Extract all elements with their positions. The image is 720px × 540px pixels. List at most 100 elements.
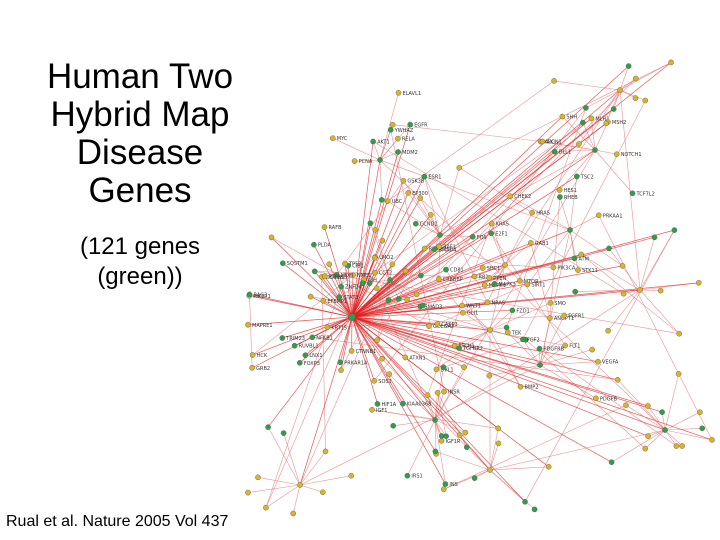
title-line: Human Two bbox=[46, 57, 234, 96]
interaction-edge bbox=[647, 405, 666, 431]
interaction-edge bbox=[351, 316, 649, 407]
gene-node bbox=[389, 121, 396, 128]
gene-label: TRIM23 bbox=[285, 336, 305, 342]
interaction-edge bbox=[351, 176, 425, 318]
gene-node bbox=[642, 445, 649, 452]
interaction-edge bbox=[312, 337, 618, 381]
disease-gene-node bbox=[378, 197, 385, 203]
gene-node bbox=[342, 260, 348, 267]
gene-label: GOLGA2 bbox=[433, 324, 454, 330]
gene-node bbox=[255, 474, 261, 481]
interaction-edge bbox=[376, 288, 442, 437]
gene-node bbox=[617, 87, 623, 93]
interaction-edge bbox=[351, 229, 675, 318]
interaction-edge bbox=[594, 121, 609, 151]
gene-label: SHH bbox=[566, 115, 577, 121]
disease-gene-node bbox=[488, 230, 495, 237]
interaction-edge bbox=[619, 89, 646, 101]
interaction-edge bbox=[489, 443, 499, 471]
gene-node bbox=[426, 323, 432, 329]
interaction-edge bbox=[489, 264, 506, 279]
interaction-edge bbox=[351, 316, 618, 381]
gene-label: FOS bbox=[477, 235, 487, 241]
disease-gene-node bbox=[573, 173, 580, 180]
interaction-edge bbox=[504, 89, 621, 266]
slide-title: Human Two Hybrid Map Disease Genes bbox=[30, 58, 250, 210]
gene-label: EFEMP1 bbox=[327, 299, 347, 305]
gene-node bbox=[249, 364, 255, 371]
interaction-edge bbox=[351, 151, 555, 318]
gene-node bbox=[307, 293, 314, 300]
interaction-edge bbox=[491, 233, 506, 266]
disease-gene-node bbox=[432, 448, 439, 455]
interaction-edge bbox=[351, 316, 466, 433]
gene-label: VEGFA bbox=[602, 360, 619, 366]
interaction-edge bbox=[351, 316, 612, 463]
disease-gene-node bbox=[311, 241, 317, 248]
gene-label: AKT1 bbox=[377, 140, 390, 146]
interaction-edge bbox=[539, 315, 565, 366]
gene-label: MAPK1 bbox=[489, 283, 506, 289]
gene-label: IRS1 bbox=[411, 474, 422, 480]
gene-label: KRT15 bbox=[331, 325, 347, 331]
disease-gene-node bbox=[629, 190, 636, 197]
gene-label: RUVBL1 bbox=[299, 344, 319, 350]
gene-node bbox=[404, 296, 410, 303]
gene-label: PTCH1 bbox=[459, 344, 475, 350]
disease-gene-node bbox=[407, 121, 413, 128]
interaction-edge bbox=[351, 283, 495, 318]
disease-gene-node bbox=[418, 272, 424, 279]
interaction-edge bbox=[575, 289, 641, 292]
interaction-edge bbox=[491, 233, 566, 346]
interaction-edge bbox=[351, 316, 491, 331]
interaction-edge bbox=[321, 276, 326, 452]
gene-node bbox=[371, 269, 378, 276]
interaction-edge bbox=[351, 279, 391, 318]
interaction-edge bbox=[267, 316, 353, 428]
gene-label: EGFR bbox=[414, 123, 428, 129]
interaction-edge bbox=[388, 373, 436, 421]
interaction-edge bbox=[299, 316, 353, 364]
gene-label: ESR1 bbox=[428, 175, 441, 181]
disease-gene-node bbox=[592, 147, 598, 153]
interaction-edge bbox=[664, 411, 701, 431]
disease-gene-node bbox=[610, 106, 617, 112]
gene-label: KRAS bbox=[496, 222, 509, 228]
interaction-edge bbox=[351, 316, 465, 368]
gene-label: RBM22 bbox=[429, 247, 447, 253]
gene-node bbox=[593, 395, 599, 402]
interaction-edges bbox=[247, 62, 713, 514]
gene-label: MTOR bbox=[524, 279, 539, 285]
gene-node bbox=[400, 177, 407, 184]
interaction-edge bbox=[267, 426, 301, 486]
interaction-edge bbox=[351, 265, 623, 318]
gene-node bbox=[529, 209, 536, 216]
disease-gene-node bbox=[377, 157, 383, 163]
gene-label: CASP3 bbox=[441, 322, 457, 328]
interaction-edge bbox=[351, 316, 383, 359]
gene-node bbox=[524, 281, 531, 288]
gene-node bbox=[389, 261, 396, 268]
gene-node bbox=[462, 429, 469, 436]
gene-label: APC bbox=[545, 140, 555, 146]
gene-node bbox=[459, 302, 465, 309]
interaction-edge bbox=[504, 242, 531, 266]
disease-gene-node bbox=[370, 138, 376, 145]
gene-label: LMO2 bbox=[379, 255, 393, 261]
interaction-edge bbox=[351, 316, 713, 441]
interaction-edge bbox=[351, 316, 541, 366]
gene-node bbox=[322, 448, 329, 455]
interaction-edge bbox=[443, 339, 526, 368]
gene-label: SMAD3 bbox=[424, 304, 442, 310]
interaction-edge bbox=[474, 469, 491, 479]
disease-gene-node bbox=[385, 297, 392, 303]
title-line: Disease bbox=[76, 133, 204, 172]
gene-label: FGFR1 bbox=[568, 314, 584, 320]
gene-node bbox=[395, 135, 401, 142]
interaction-edge bbox=[387, 200, 441, 236]
gene-node bbox=[488, 220, 495, 227]
gene-node bbox=[547, 300, 554, 306]
gene-label: STK11 bbox=[582, 268, 598, 274]
gene-label: HRAS bbox=[536, 211, 550, 217]
interaction-edge bbox=[424, 176, 488, 303]
